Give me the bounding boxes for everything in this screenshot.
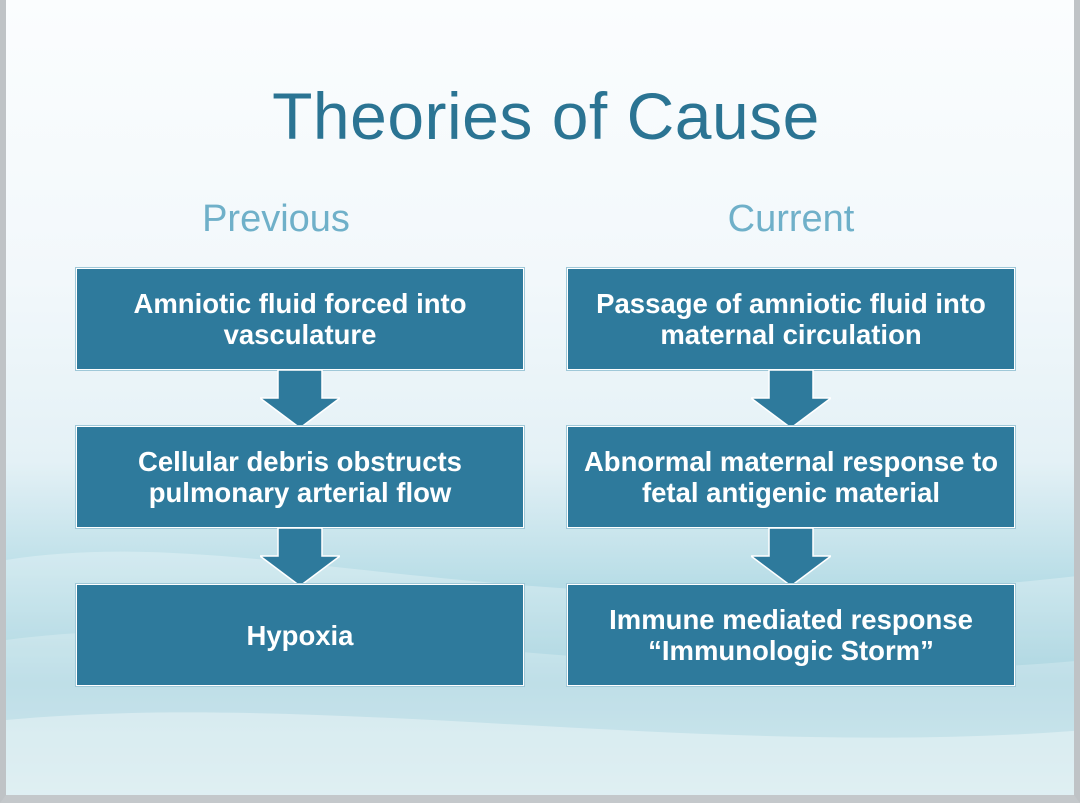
previous-step-2: Cellular debris obstructs pulmonary arte… [75, 425, 525, 529]
previous-step-1: Amniotic fluid forced into vasculature [75, 267, 525, 371]
arrow-down-icon [751, 370, 831, 428]
arrow-down-icon [751, 528, 831, 586]
column-heading-current: Current [727, 198, 855, 240]
current-step-3: Immune mediated response “Immunologic St… [566, 583, 1016, 687]
arrow-down-icon [260, 528, 340, 586]
column-heading-previous: Previous [202, 198, 350, 240]
slide-title: Theories of Cause [272, 79, 820, 153]
current-step-1: Passage of amniotic fluid into maternal … [566, 267, 1016, 371]
current-step-2: Abnormal maternal response to fetal anti… [566, 425, 1016, 529]
arrow-down-icon [260, 370, 340, 428]
previous-step-3: Hypoxia [75, 583, 525, 687]
